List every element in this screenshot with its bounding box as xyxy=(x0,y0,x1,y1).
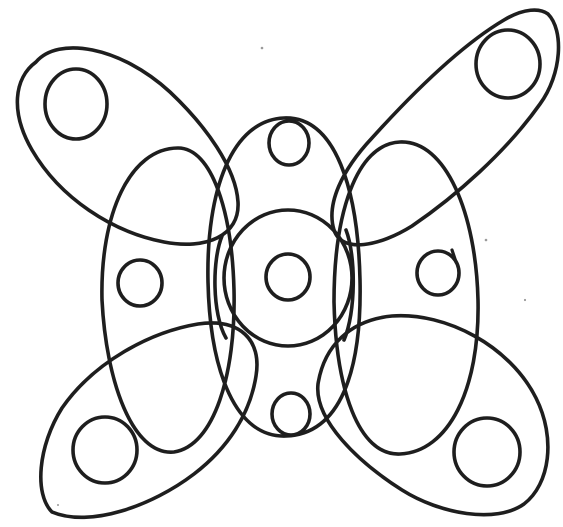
lower-left-wing-circle xyxy=(73,417,137,483)
left-vertical-oval-circle xyxy=(118,260,162,306)
upper-right-wing-outline xyxy=(332,10,559,245)
upper-right-wing-circle xyxy=(476,30,540,98)
lower-right-wing-circle xyxy=(454,418,520,486)
paper-speck xyxy=(261,47,264,50)
paper-speck xyxy=(485,239,488,242)
upper-right-wing-loop xyxy=(332,10,559,245)
upper-left-wing-circle xyxy=(45,69,107,139)
lower-left-wing-outline xyxy=(41,323,257,517)
lower-left-wing-loop xyxy=(41,323,257,517)
paper-speck xyxy=(57,504,59,506)
central-bottom-circle xyxy=(272,393,310,435)
central-vertical-oval xyxy=(208,118,360,436)
center-circle-inner-circle xyxy=(266,254,310,300)
right-vertical-oval xyxy=(334,142,478,454)
paper-speck xyxy=(524,299,526,301)
central-top-circle xyxy=(269,121,309,165)
upper-left-wing-outline xyxy=(17,48,238,244)
right-vertical-oval-outline xyxy=(334,142,478,454)
right-oval-pen-tick xyxy=(452,250,456,262)
upper-left-wing-loop xyxy=(17,48,238,244)
right-vertical-oval-circle xyxy=(417,251,459,295)
